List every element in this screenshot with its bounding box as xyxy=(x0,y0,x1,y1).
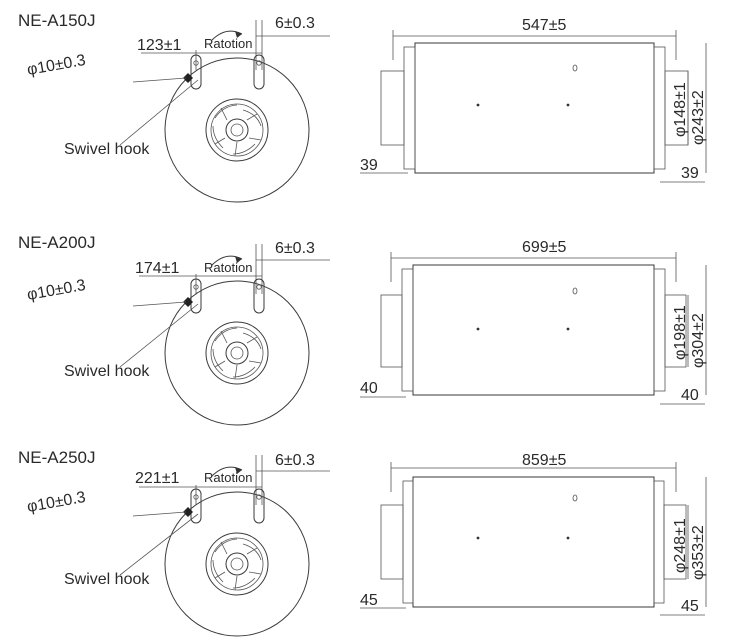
model-block-2: NE-A200J 174±1 Ratotion 6±0.3 φ10±0.3 Sw… xyxy=(18,233,707,426)
right-collar-dim: 45 xyxy=(681,598,699,615)
front-view xyxy=(119,455,330,637)
rotation-label: Ratotion xyxy=(204,470,252,485)
inner-diameter-dim: φ248±1 xyxy=(672,518,689,573)
model-block-1: NE-A150J 123±1 Ratotion 6±0.3 φ10±0.3 Sw… xyxy=(18,11,707,203)
model-block-3: NE-A250J 221±1 Ratotion 6±0.3 φ10±0.3 Sw… xyxy=(18,448,707,637)
inner-diameter-dim: φ198±1 xyxy=(672,305,689,360)
rotation-arrowhead-icon xyxy=(235,31,242,38)
swivel-hook-label: Swivel hook xyxy=(64,141,150,158)
model-name: NE-A200J xyxy=(18,233,95,252)
offset-dim: 6±0.3 xyxy=(275,240,315,257)
left-collar-dim: 40 xyxy=(360,380,378,397)
hole-marker-icon xyxy=(183,297,193,307)
hook-spacing-dim: 123±1 xyxy=(137,37,181,54)
length-dim: 859±5 xyxy=(522,452,566,469)
left-collar-dim: 39 xyxy=(360,157,378,174)
hole-dim: φ10±0.3 xyxy=(26,52,87,79)
side-view xyxy=(360,252,707,405)
hole-marker-icon xyxy=(183,507,193,517)
hook-spacing-dim: 221±1 xyxy=(135,470,179,487)
left-collar-dim: 45 xyxy=(360,592,378,609)
hook-spacing-dim: 174±1 xyxy=(135,260,179,277)
outer-diameter-dim: φ353±2 xyxy=(690,525,707,580)
front-view xyxy=(119,244,330,426)
rotation-label: Ratotion xyxy=(204,260,252,275)
rotation-arrowhead-icon xyxy=(235,256,242,263)
model-name: NE-A250J xyxy=(18,448,95,467)
swivel-hook-label: Swivel hook xyxy=(64,571,150,588)
hole-marker-icon xyxy=(183,73,193,83)
side-view xyxy=(360,462,707,616)
swivel-hook-label: Swivel hook xyxy=(64,363,150,380)
offset-dim: 6±0.3 xyxy=(275,15,315,32)
hole-dim: φ10±0.3 xyxy=(26,277,87,304)
inner-diameter-dim: φ148±1 xyxy=(672,82,689,137)
hole-dim: φ10±0.3 xyxy=(26,489,87,516)
rotation-label: Ratotion xyxy=(204,36,252,51)
right-collar-dim: 40 xyxy=(681,387,699,404)
front-view xyxy=(119,20,330,203)
rotation-arrowhead-icon xyxy=(235,467,242,474)
offset-dim: 6±0.3 xyxy=(275,452,315,469)
side-view xyxy=(360,30,707,183)
length-dim: 699±5 xyxy=(522,239,566,256)
outer-diameter-dim: φ243±2 xyxy=(690,90,707,145)
right-collar-dim: 39 xyxy=(681,165,699,182)
length-dim: 547±5 xyxy=(522,17,566,34)
model-name: NE-A150J xyxy=(18,11,95,30)
outer-diameter-dim: φ304±2 xyxy=(690,313,707,368)
